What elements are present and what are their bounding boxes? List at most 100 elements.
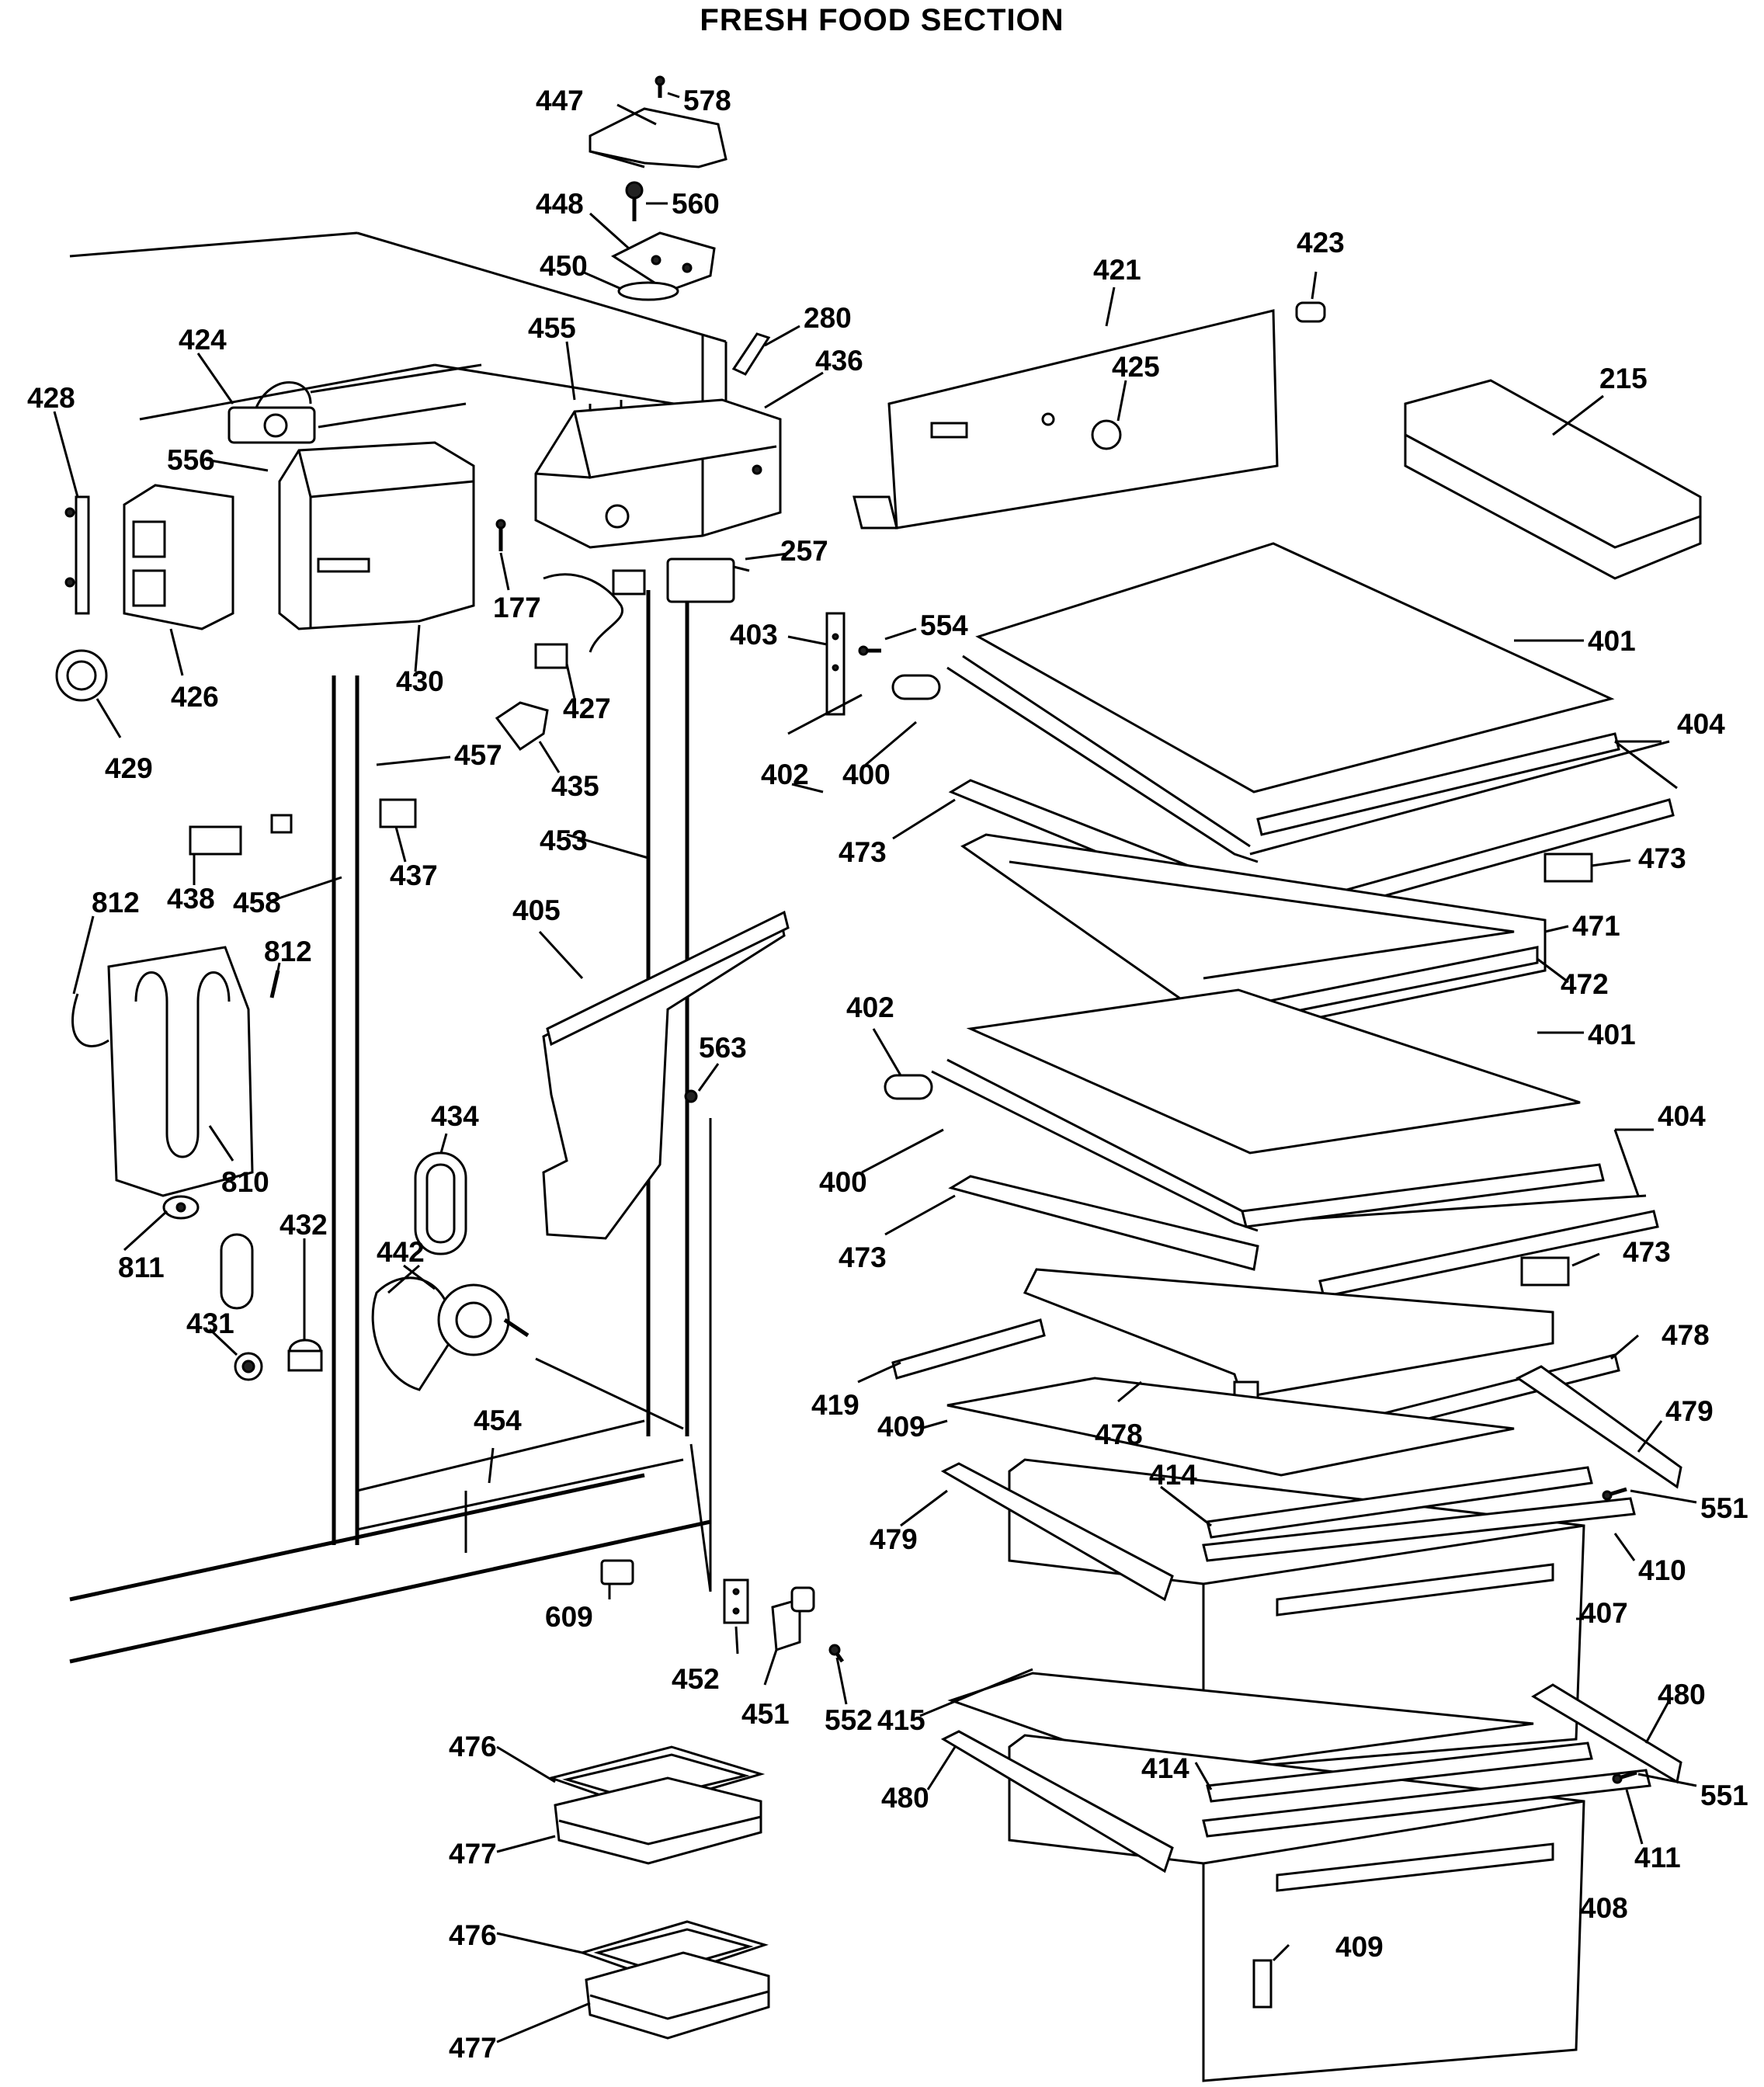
callout-407: 407	[1580, 1597, 1628, 1629]
callout-811: 811	[118, 1252, 165, 1283]
callout-402b: 402	[846, 991, 894, 1023]
part-578-screw	[655, 75, 665, 98]
callout-427: 427	[563, 693, 611, 724]
part-563-screw	[684, 1089, 698, 1103]
part-436-housing	[534, 398, 782, 549]
part-419-rail	[891, 1318, 1046, 1380]
callout-476b: 476	[449, 1919, 497, 1951]
part-609-block	[600, 1559, 634, 1585]
callout-415: 415	[877, 1704, 925, 1736]
part-405-cover	[542, 910, 790, 1240]
callout-473b: 473	[1638, 842, 1686, 874]
part-403-bracket	[825, 612, 846, 716]
callout-609: 609	[545, 1601, 593, 1633]
callout-410: 410	[1638, 1554, 1686, 1586]
callout-425: 425	[1112, 351, 1160, 383]
callout-554: 554	[920, 609, 968, 641]
callout-810: 810	[221, 1166, 269, 1198]
callout-435: 435	[551, 770, 599, 802]
callout-434: 434	[431, 1100, 479, 1132]
part-451-hinge	[771, 1586, 815, 1652]
part-425-knob	[1091, 419, 1122, 450]
callout-431: 431	[186, 1307, 234, 1339]
callout-560: 560	[672, 188, 720, 220]
part-810-heater	[107, 946, 254, 1197]
callout-473d: 473	[1623, 1236, 1671, 1268]
callout-403: 403	[730, 619, 778, 651]
part-414-trim-lower	[1206, 1741, 1593, 1803]
part-479-slide-right	[1516, 1365, 1682, 1489]
callout-473a: 473	[839, 836, 887, 868]
part-811-grommet	[162, 1195, 200, 1220]
callout-477b: 477	[449, 2032, 497, 2064]
callout-451: 451	[741, 1698, 790, 1730]
callout-812a: 812	[92, 887, 140, 918]
callout-478b: 478	[1095, 1419, 1143, 1450]
part-423-plug	[1295, 301, 1326, 323]
callout-437: 437	[390, 859, 438, 891]
callout-215: 215	[1599, 363, 1648, 394]
callout-812b: 812	[264, 936, 312, 967]
part-442-fan	[371, 1276, 530, 1391]
callout-409a: 409	[877, 1411, 925, 1443]
callout-426: 426	[171, 681, 219, 713]
callout-578: 578	[683, 85, 731, 116]
part-812-wire-left	[71, 993, 109, 1047]
part-414-trim-upper	[1206, 1466, 1593, 1539]
callout-480a: 480	[1658, 1679, 1706, 1710]
callout-454: 454	[474, 1405, 522, 1436]
callout-429: 429	[105, 752, 153, 784]
part-426-duct	[123, 484, 234, 630]
callout-421: 421	[1093, 254, 1141, 286]
part-473-clip-lower	[1520, 1256, 1570, 1287]
part-401-glass-shelf-lower	[966, 988, 1581, 1155]
part-437-block	[379, 798, 417, 828]
callout-479a: 479	[1665, 1395, 1714, 1427]
part-408-drawer	[1008, 1734, 1585, 2082]
part-411-glass	[1202, 1769, 1651, 1838]
callout-452: 452	[672, 1663, 720, 1695]
part-552-screw	[828, 1644, 845, 1663]
leader-lines	[53, 92, 1697, 2044]
part-407-drawer	[1008, 1458, 1585, 1772]
part-400-shelf-frame-upper	[946, 655, 1670, 863]
part-430-housing	[278, 441, 475, 630]
callout-280: 280	[804, 302, 852, 334]
part-447-cover	[589, 107, 727, 168]
callout-177: 177	[493, 592, 541, 623]
callout-414b: 414	[1141, 1752, 1189, 1784]
callout-480b: 480	[881, 1782, 929, 1814]
callout-471: 471	[1572, 910, 1620, 942]
part-473-rail-lower	[948, 1175, 1259, 1271]
callout-478a: 478	[1662, 1319, 1710, 1351]
part-215-bin	[1404, 379, 1702, 580]
part-401-glass-shelf-upper	[975, 542, 1615, 793]
part-480-slide-right	[1531, 1683, 1682, 1784]
callout-476a: 476	[449, 1731, 497, 1762]
callout-556: 556	[167, 444, 215, 476]
part-452-plate	[723, 1578, 749, 1624]
callout-477a: 477	[449, 1838, 497, 1870]
part-428-clip	[64, 495, 90, 615]
callout-453: 453	[540, 825, 588, 856]
part-257-relay	[666, 557, 750, 603]
part-427-harness	[534, 569, 646, 669]
part-551-screw-lower	[1612, 1770, 1637, 1784]
callout-430: 430	[396, 665, 444, 697]
callout-401b: 401	[1588, 1019, 1636, 1050]
callout-432: 432	[280, 1209, 328, 1241]
part-477-tray-upper	[554, 1776, 762, 1865]
part-431-grommet	[220, 1233, 263, 1381]
part-402-support-lower	[884, 1074, 933, 1100]
callout-473c: 473	[839, 1241, 887, 1273]
callout-405: 405	[512, 894, 561, 926]
part-435-connector	[495, 701, 549, 752]
callout-411: 411	[1634, 1842, 1681, 1873]
part-429-knob	[55, 649, 108, 702]
part-448-hinge	[610, 231, 716, 293]
part-473-clip-upper	[1544, 853, 1593, 883]
callout-404b: 404	[1658, 1100, 1706, 1132]
callout-450: 450	[540, 250, 588, 282]
callout-402a: 402	[761, 759, 809, 790]
